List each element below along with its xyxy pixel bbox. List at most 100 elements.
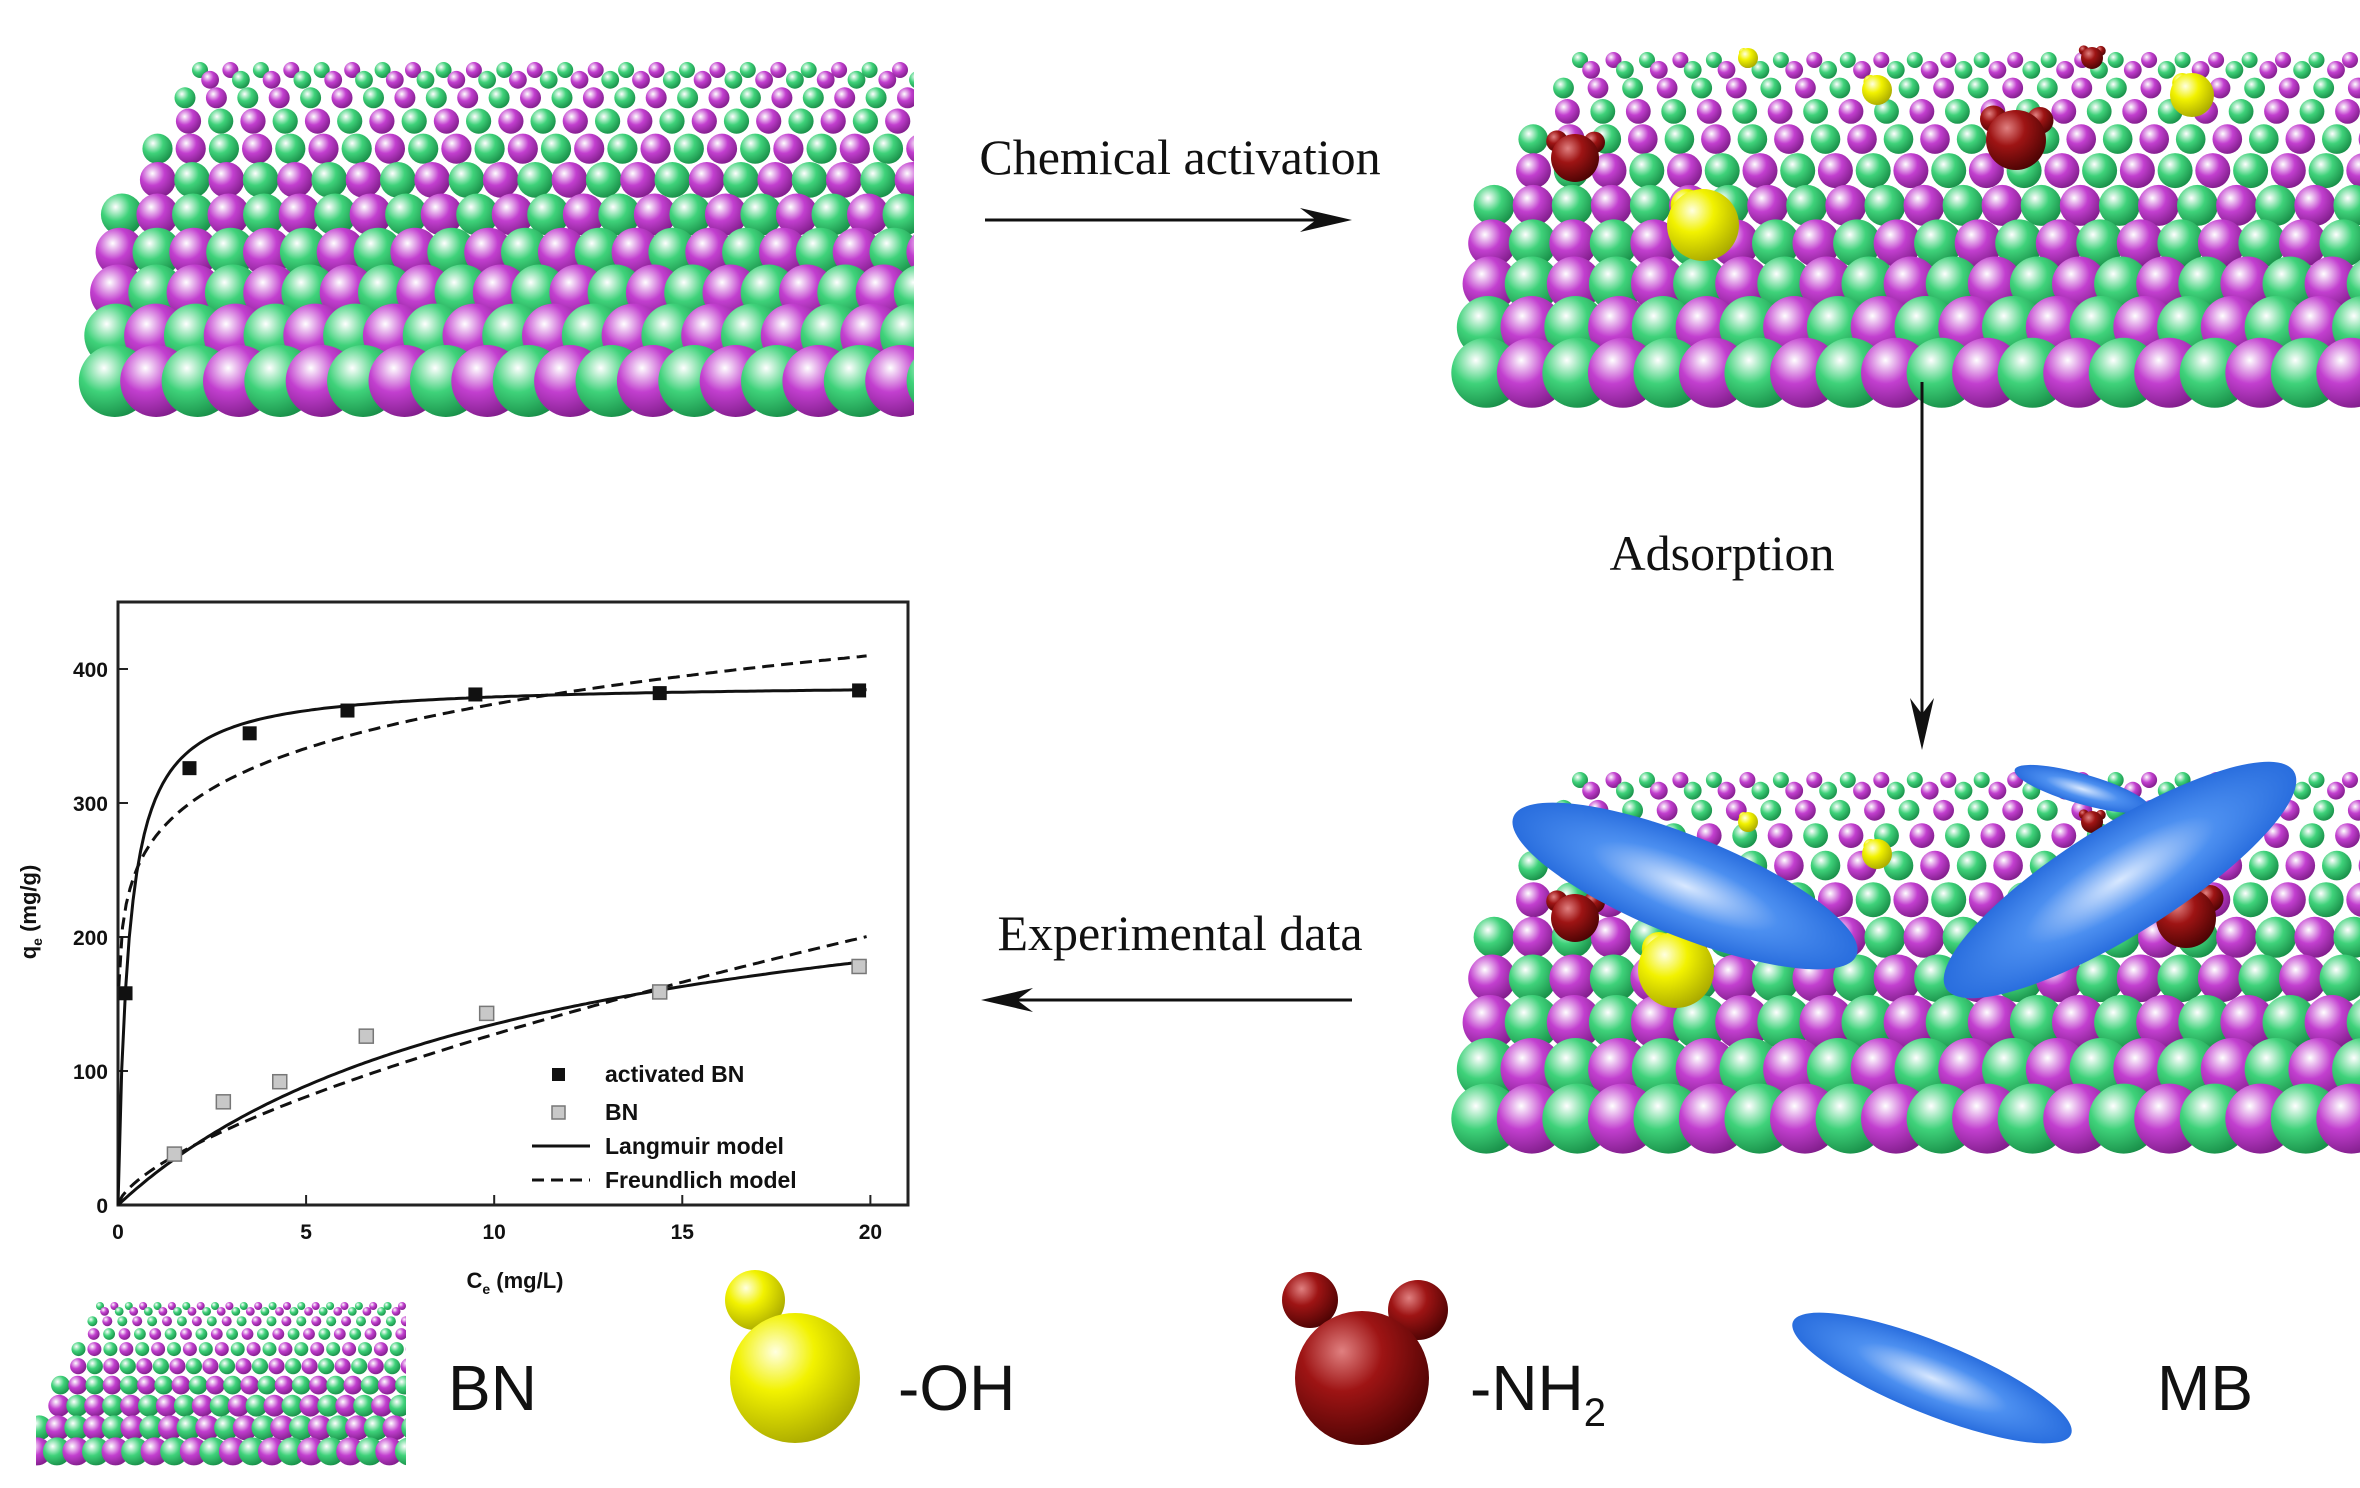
lattice-atom bbox=[2270, 153, 2306, 189]
lattice-atom bbox=[2157, 61, 2176, 79]
lattice-atom bbox=[627, 108, 653, 134]
lattice-atom bbox=[268, 87, 290, 109]
lattice-atom bbox=[309, 1375, 328, 1395]
lattice-atom bbox=[385, 193, 428, 236]
lattice-atom bbox=[369, 108, 395, 134]
lattice-atom bbox=[1582, 781, 1600, 800]
legend-label-nh2: -NH2 bbox=[1470, 1352, 1606, 1435]
lattice-atom bbox=[679, 62, 695, 78]
lattice-atom bbox=[1588, 256, 1644, 312]
lattice-atom bbox=[1661, 99, 1687, 124]
lattice-atom bbox=[1462, 256, 1518, 312]
lattice-atom bbox=[2293, 61, 2312, 79]
lattice-atom bbox=[607, 133, 638, 164]
lattice-atom bbox=[251, 1415, 277, 1441]
lattice-atom bbox=[118, 1328, 131, 1340]
lattice-atom bbox=[1873, 772, 1890, 788]
lattice-atom bbox=[318, 1358, 335, 1375]
lattice-atom bbox=[1549, 954, 1597, 1003]
lattice-atom bbox=[262, 1342, 277, 1357]
lattice-atom bbox=[917, 109, 942, 134]
lattice-atom bbox=[2220, 995, 2275, 1050]
lattice-atom bbox=[169, 227, 219, 277]
lattice-atom bbox=[1819, 781, 1837, 800]
lattice-atom bbox=[303, 1328, 315, 1340]
lattice-atom bbox=[198, 1342, 213, 1357]
lattice-atom bbox=[618, 62, 635, 78]
lattice-atom bbox=[288, 1415, 314, 1441]
x-tick-label: 10 bbox=[483, 1221, 506, 1244]
lattice-atom bbox=[693, 70, 712, 89]
lattice-atom bbox=[456, 193, 499, 236]
lattice-atom bbox=[1732, 99, 1758, 124]
lattice-atom bbox=[1945, 823, 1970, 848]
lattice-atom bbox=[242, 133, 273, 164]
lattice-atom bbox=[2241, 52, 2258, 68]
lattice-atom bbox=[347, 1307, 357, 1316]
lattice-atom bbox=[412, 1376, 431, 1395]
lattice-atom bbox=[1903, 184, 1945, 226]
lattice-atom bbox=[243, 193, 285, 236]
lattice-atom bbox=[1551, 184, 1593, 226]
lattice-atom bbox=[2052, 995, 2107, 1050]
lattice-atom bbox=[326, 1415, 352, 1441]
lattice-atom bbox=[2102, 124, 2133, 154]
point-bn bbox=[358, 1028, 375, 1044]
lattice-atom bbox=[557, 62, 574, 78]
lattice-atom bbox=[232, 70, 250, 89]
lattice-atom bbox=[210, 1328, 223, 1340]
lattice-atom bbox=[103, 1358, 120, 1375]
lattice-atom bbox=[326, 1375, 346, 1395]
lattice-atom bbox=[345, 1415, 370, 1441]
lattice-atom bbox=[869, 227, 914, 277]
lattice-atom bbox=[943, 228, 992, 277]
lattice-atom bbox=[2116, 954, 2165, 1003]
lattice-atom bbox=[87, 1342, 102, 1357]
lattice-atom bbox=[380, 162, 416, 198]
lattice-atom bbox=[1696, 99, 1722, 124]
lattice-atom bbox=[398, 1302, 406, 1310]
lattice-atom bbox=[1656, 77, 1678, 99]
lattice-atom bbox=[1701, 124, 1731, 154]
lattice-atom bbox=[1817, 153, 1853, 189]
lattice-atom bbox=[316, 227, 366, 277]
lattice-atom bbox=[491, 193, 534, 236]
lattice-atom bbox=[1945, 99, 1970, 124]
arrow-down bbox=[1910, 382, 1934, 750]
point-activated-bn bbox=[340, 703, 355, 718]
lattice-atom bbox=[906, 135, 914, 162]
lattice-atom bbox=[285, 1358, 302, 1375]
lattice-atom bbox=[1739, 772, 1756, 788]
lattice-atom bbox=[174, 162, 211, 198]
lattice-atom bbox=[1906, 52, 1923, 68]
lattice-atom bbox=[226, 1328, 239, 1340]
bn-lattice-activated bbox=[1451, 52, 2360, 408]
lattice-atom bbox=[806, 133, 837, 164]
lattice-atom bbox=[100, 1307, 109, 1316]
lattice-atom bbox=[1649, 781, 1668, 800]
lattice-atom bbox=[526, 62, 543, 78]
lattice-atom bbox=[740, 193, 783, 236]
lattice-atom bbox=[241, 1328, 254, 1340]
lattice-atom bbox=[433, 108, 459, 134]
x-tick-label: 0 bbox=[112, 1221, 124, 1244]
lattice-atom bbox=[574, 227, 624, 277]
lattice-atom bbox=[1629, 153, 1665, 189]
lattice-atom bbox=[291, 1375, 311, 1395]
lattice-atom bbox=[2138, 184, 2179, 226]
lattice-atom bbox=[235, 1358, 252, 1375]
lattice-atom bbox=[2278, 77, 2300, 99]
lattice-atom bbox=[756, 108, 782, 134]
lattice-atom bbox=[308, 133, 339, 164]
lattice-atom bbox=[1683, 61, 1702, 79]
lattice-atom bbox=[1504, 995, 1560, 1050]
legend-marker-activated-bn bbox=[552, 1068, 565, 1081]
lattice-atom bbox=[2333, 916, 2360, 958]
lattice-atom bbox=[201, 70, 220, 89]
lattice-atom bbox=[1572, 52, 1588, 68]
lattice-atom bbox=[2157, 219, 2205, 267]
lattice-atom bbox=[277, 1437, 306, 1466]
point-bn bbox=[478, 1005, 495, 1022]
lattice-atom bbox=[2225, 61, 2244, 79]
lattice-atom bbox=[2244, 77, 2266, 99]
